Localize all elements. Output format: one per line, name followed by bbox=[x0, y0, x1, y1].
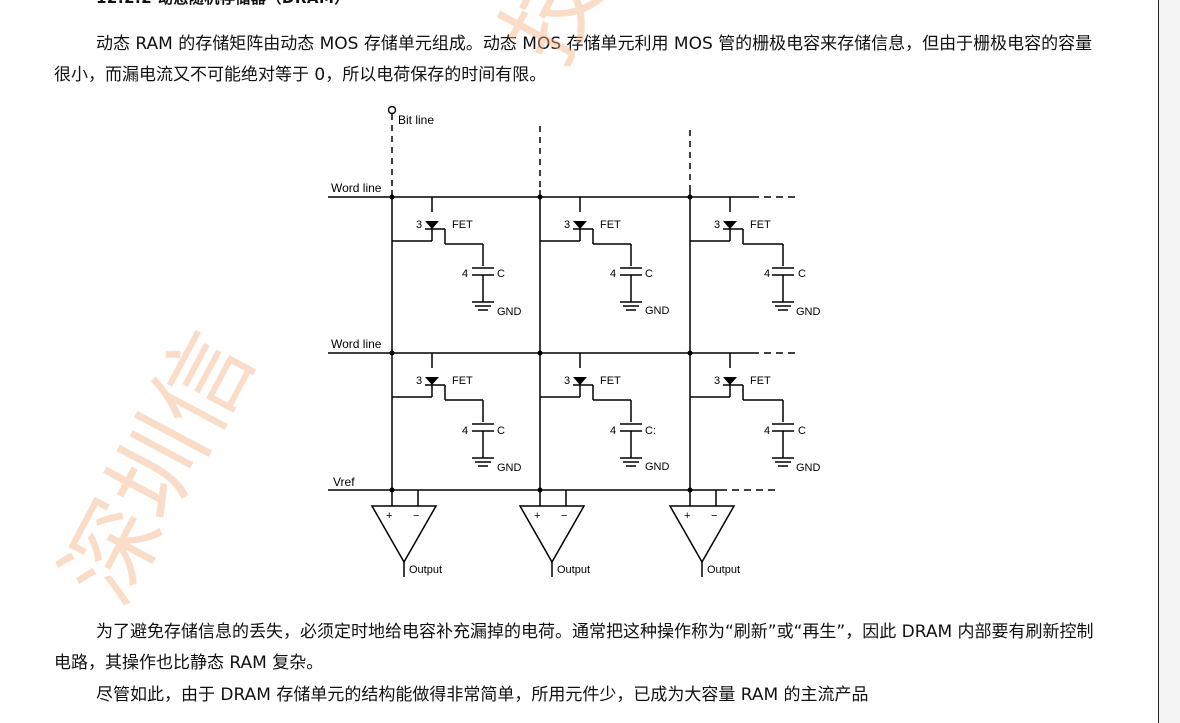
memory-cell: 3 FET 4 C GND bbox=[540, 197, 670, 317]
sense-amplifier: + − Output bbox=[370, 490, 442, 577]
gnd-label: GND bbox=[796, 306, 821, 318]
capacitor-label: C bbox=[645, 268, 653, 280]
amp-plus-sign: + bbox=[386, 510, 392, 522]
word-line-label-2: Word line bbox=[331, 337, 382, 351]
capacitor-pin-number: 4 bbox=[764, 425, 770, 437]
output-label: Output bbox=[707, 564, 740, 576]
bit-line-label: Bit line bbox=[398, 113, 434, 127]
memory-cell: 3 FET 4 C: GND bbox=[540, 353, 670, 473]
capacitor-label: C: bbox=[645, 425, 656, 437]
output-label: Output bbox=[409, 564, 442, 576]
section-heading: 12.2.2 动态随机存储器（DRAM） bbox=[96, 0, 350, 8]
word-line-dashed-extensions bbox=[720, 196, 800, 491]
bit-lines bbox=[391, 190, 691, 490]
memory-cell: 3 FET 4 C GND bbox=[392, 353, 522, 474]
capacitor-label: C bbox=[798, 425, 806, 437]
capacitor-pin-number: 4 bbox=[610, 425, 616, 437]
memory-cell: 3 FET 4 C GND bbox=[690, 197, 821, 318]
sense-amplifier: + − Output bbox=[668, 490, 740, 577]
bit-line-dashes bbox=[391, 114, 691, 190]
capacitor-pin-number: 4 bbox=[462, 268, 468, 280]
capacitor-pin-number: 4 bbox=[610, 268, 616, 280]
capacitor-label: C bbox=[497, 425, 505, 437]
amp-minus-sign: − bbox=[413, 510, 419, 522]
amp-plus-sign: + bbox=[684, 510, 690, 522]
capacitor-label: C bbox=[798, 268, 806, 280]
amp-plus-sign: + bbox=[534, 510, 540, 522]
sense-amplifier: + − Output bbox=[518, 490, 590, 577]
fet-pin-number: 3 bbox=[416, 375, 422, 387]
fet-label: FET bbox=[750, 219, 771, 231]
amp-minus-sign: − bbox=[561, 510, 567, 522]
paragraph-refresh: 为了避免存储信息的丢失，必须定时地给电容补充漏掉的电荷。通常把这种操作称为“刷新… bbox=[54, 622, 1094, 673]
fet-label: FET bbox=[452, 219, 473, 231]
amp-minus-sign: − bbox=[711, 510, 717, 522]
memory-cell: 3 FET 4 C GND bbox=[392, 197, 522, 318]
fet-label: FET bbox=[600, 219, 621, 231]
output-label: Output bbox=[557, 564, 590, 576]
capacitor-pin-number: 4 bbox=[764, 268, 770, 280]
page-edge-rule bbox=[1158, 0, 1159, 723]
gnd-label: GND bbox=[645, 305, 670, 317]
fet-pin-number: 3 bbox=[564, 375, 570, 387]
watermark-text: 深圳信 bbox=[41, 314, 275, 621]
memory-cell: 3 FET 4 C GND bbox=[690, 353, 821, 474]
fet-label: FET bbox=[750, 375, 771, 387]
gnd-label: GND bbox=[497, 306, 522, 318]
gnd-label: GND bbox=[645, 461, 670, 473]
word-line-label-1: Word line bbox=[331, 181, 382, 195]
capacitor-label: C bbox=[497, 268, 505, 280]
fet-label: FET bbox=[600, 375, 621, 387]
bit-line-terminal bbox=[387, 105, 397, 115]
dram-cell-array-diagram: Bit line Word line Word line Vref bbox=[328, 105, 821, 577]
page-gutter bbox=[1159, 0, 1180, 723]
junction-dots bbox=[389, 194, 693, 493]
paragraph-conclusion: 尽管如此，由于 DRAM 存储单元的结构能做得非常简单，所用元件少，已成为大容量… bbox=[96, 685, 869, 705]
gnd-label: GND bbox=[497, 462, 522, 474]
paragraph-intro: 动态 RAM 的存储矩阵由动态 MOS 存储单元组成。动态 MOS 存储单元利用… bbox=[54, 34, 1093, 85]
fet-pin-number: 3 bbox=[564, 219, 570, 231]
fet-label: FET bbox=[452, 375, 473, 387]
fet-pin-number: 3 bbox=[714, 375, 720, 387]
fet-pin-number: 3 bbox=[714, 219, 720, 231]
vref-label: Vref bbox=[333, 475, 355, 489]
fet-pin-number: 3 bbox=[416, 219, 422, 231]
capacitor-pin-number: 4 bbox=[462, 425, 468, 437]
gnd-label: GND bbox=[796, 462, 821, 474]
